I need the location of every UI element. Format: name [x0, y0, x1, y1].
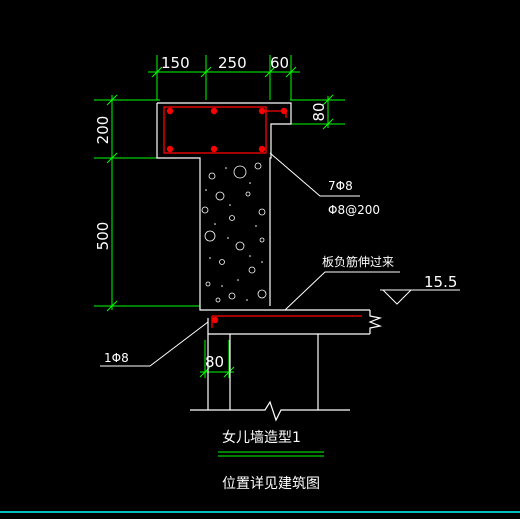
- right-ledge-dimension: [290, 94, 345, 130]
- dim-top-60: 60: [270, 54, 289, 72]
- dim-top-150: 150: [161, 54, 190, 72]
- top-dimension-chain: [148, 55, 300, 100]
- dim-bottom-80: 80: [205, 353, 224, 371]
- note-slab-rebar: 板负筋伸过来: [322, 254, 394, 269]
- level-value: 15.5: [424, 273, 457, 291]
- left-dimension-chain: [94, 94, 200, 312]
- drawing-title: 女儿墙造型1: [222, 429, 301, 446]
- title-underline: [218, 451, 324, 457]
- section-outline: [156, 102, 383, 422]
- dim-right-80: 80: [310, 102, 328, 121]
- dim-top-250: 250: [218, 54, 247, 72]
- concrete-speckle: [205, 167, 263, 301]
- stirrup-rebar: [163, 106, 362, 328]
- dim-left-500: 500: [94, 222, 112, 251]
- note-bottom-bar: 1Φ8: [104, 351, 129, 365]
- concrete-hatch: [201, 162, 267, 303]
- drawing-subtitle: 位置详见建筑图: [222, 476, 320, 492]
- note-stirrup-main: 7Φ8: [328, 179, 353, 193]
- dim-left-200: 200: [94, 116, 112, 145]
- level-marker: [380, 289, 460, 305]
- note-stirrup-spacing: Φ8@200: [328, 203, 380, 217]
- rebar-dots: [166, 107, 288, 324]
- leader-lines: [100, 152, 400, 367]
